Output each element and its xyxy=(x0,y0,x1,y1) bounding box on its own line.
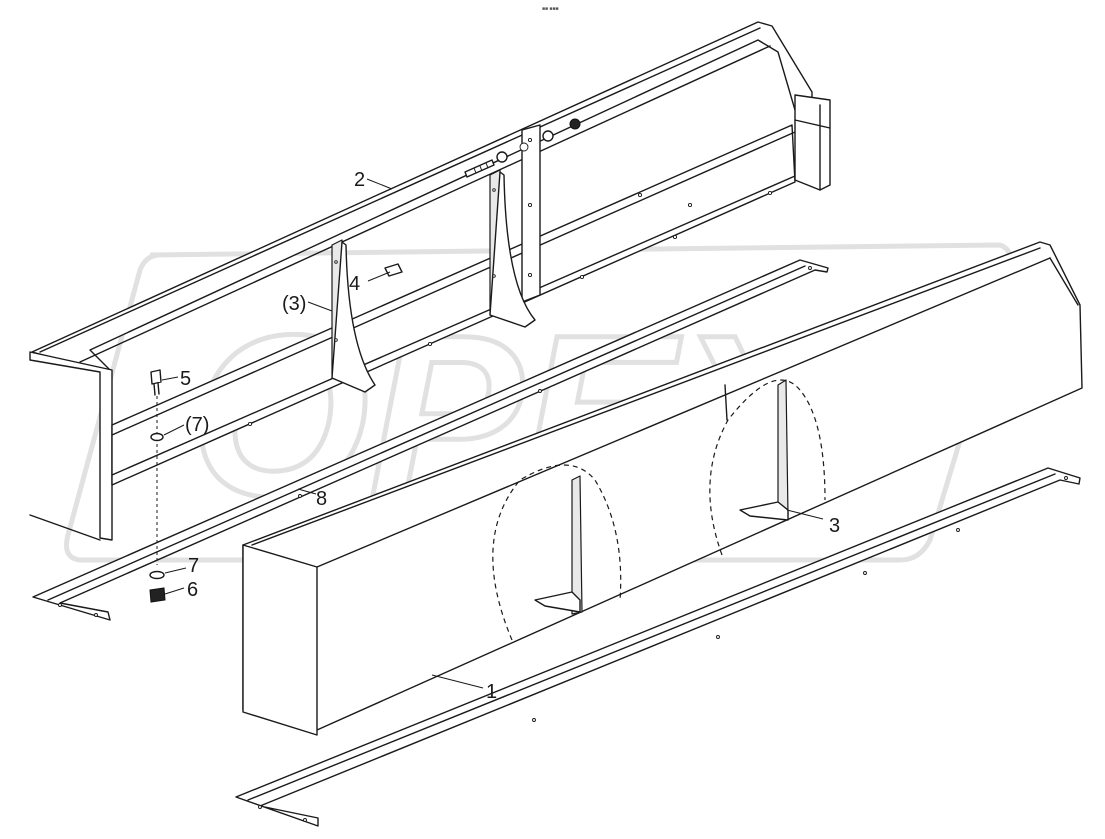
rear-bracket-right xyxy=(489,169,536,328)
screw-part-4 xyxy=(384,263,403,277)
rear-panel-part-2 xyxy=(29,21,831,541)
front-bracket-right xyxy=(739,379,789,521)
callout-7-ref: (7) xyxy=(185,414,209,436)
rear-bracket-left xyxy=(331,239,376,393)
callout-6: 6 xyxy=(187,579,198,601)
bottom-strip xyxy=(235,467,1081,827)
callout-2: 2 xyxy=(354,169,365,191)
header-tiny-text: ■■ ■■■ xyxy=(542,6,559,12)
callout-4: 4 xyxy=(349,273,360,295)
callout-1: 1 xyxy=(486,681,497,703)
front-bracket-left xyxy=(534,475,583,615)
callout-3-ref: (3) xyxy=(282,293,306,315)
callout-8: 8 xyxy=(316,488,327,510)
front-box-part-1 xyxy=(242,241,1083,736)
callout-leaders xyxy=(161,178,824,689)
callout-7: 7 xyxy=(188,555,199,577)
callout-3: 3 xyxy=(829,515,840,537)
bolt-stack xyxy=(149,369,166,603)
callout-5: 5 xyxy=(180,368,191,390)
strip-part-8 xyxy=(32,259,829,621)
